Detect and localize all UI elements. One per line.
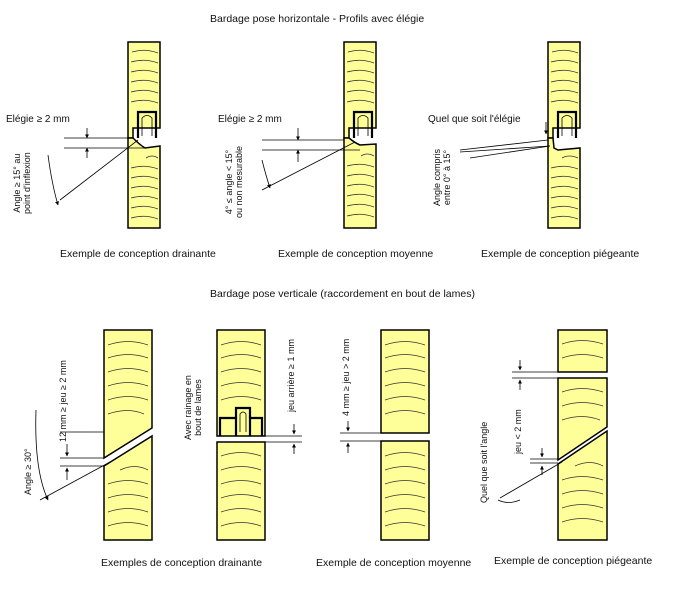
- angle-label-vertical-piegeante: Quel que soit l'angle: [479, 421, 489, 503]
- angle-label-moyenne: 4° ≤ angle < 15°ou non mesurable: [224, 145, 245, 218]
- board-piegeante-horizontal: [459, 41, 581, 229]
- bottom-title: Bardage pose verticale (raccordement en …: [210, 288, 475, 300]
- caption-drainante-vertical: Exemples de conception drainante: [101, 557, 263, 569]
- angle-label-vertical-drainante: Angle ≥ 30°: [23, 448, 33, 495]
- gap-label-vertical-moyenne: 4 mm ≥ jeu > 2 mm: [341, 338, 351, 416]
- board-drainante-vertical: [35, 329, 153, 541]
- elegie-label-drainante: Elégie ≥ 2 mm: [6, 114, 70, 125]
- caption-moyenne-vertical: Exemple de conception moyenne: [316, 557, 472, 569]
- elegie-label-moyenne: Elégie ≥ 2 mm: [218, 114, 282, 125]
- board-moyenne-vertical: [340, 329, 430, 541]
- caption-piegeante-horizontal: Exemple de conception piégeante: [481, 248, 640, 260]
- board-drainante-horizontal: [47, 41, 161, 229]
- caption-drainante-horizontal: Exemple de conception drainante: [60, 248, 216, 260]
- caption-moyenne-horizontal: Exemple de conception moyenne: [278, 248, 434, 260]
- caption-piegeante-vertical: Exemple de conception piégeante: [494, 555, 653, 567]
- board-rainage-vertical: [216, 329, 302, 541]
- gap-label-vertical-drainante: 12 mm ≥ jeu ≥ 2 mm: [58, 360, 68, 442]
- board-moyenne-horizontal: [261, 41, 377, 229]
- board-piegeante-vertical: [497, 329, 608, 541]
- top-title: Bardage pose horizontale - Profils avec …: [210, 13, 425, 25]
- gap-label-vertical-piegeante: jeu < 2 mm: [513, 409, 523, 454]
- gap-label-rainage: jeu arrière ≥ 1 mm: [286, 339, 296, 412]
- elegie-label-piegeante: Quel que soit l'élégie: [428, 114, 521, 125]
